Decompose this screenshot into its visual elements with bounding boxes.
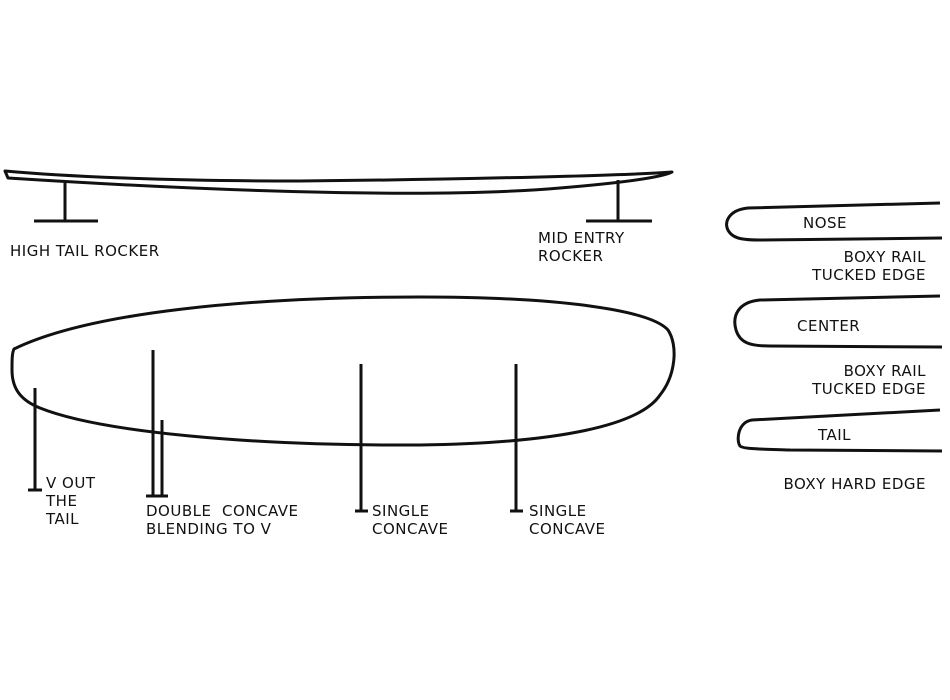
nose-rail-desc-1: BOXY RAIL (844, 248, 927, 266)
rocker-profile: HIGH TAIL ROCKER MID ENTRY ROCKER (3, 169, 674, 265)
tail-rail-desc-1: BOXY HARD EDGE (784, 475, 927, 493)
single-concave-1-label-1: SINGLE (372, 502, 430, 520)
center-rail-name: CENTER (797, 317, 860, 335)
double-concave-label-1: DOUBLE CONCAVE (146, 502, 299, 520)
single-concave-1-label-2: CONCAVE (372, 520, 449, 538)
tail-rail-profile (736, 408, 943, 453)
v-out-label-2: THE (45, 492, 77, 510)
v-out-label-1: V OUT (46, 474, 96, 492)
center-rail-desc-1: BOXY RAIL (844, 362, 927, 380)
bottom-contour: V OUT THE TAIL DOUBLE CONCAVE BLENDING T… (10, 295, 676, 538)
high-tail-rocker-label: HIGH TAIL ROCKER (10, 242, 160, 260)
single-concave-2-label-1: SINGLE (529, 502, 587, 520)
single-concave-2-label-2: CONCAVE (529, 520, 606, 538)
v-out-label-3: TAIL (45, 510, 79, 528)
nose-rail-desc-2: TUCKED EDGE (811, 266, 926, 284)
board-side-profile (3, 169, 674, 195)
center-rail-desc-2: TUCKED EDGE (811, 380, 926, 398)
nose-rail-name: NOSE (803, 214, 847, 232)
board-planform-outline (10, 295, 676, 447)
double-concave-label-2: BLENDING TO V (146, 520, 272, 538)
mid-entry-rocker-label-1: MID ENTRY (538, 229, 625, 247)
tail-rail-name: TAIL (817, 426, 851, 444)
mid-entry-rocker-label-2: ROCKER (538, 247, 603, 265)
rail-profiles: NOSE BOXY RAIL TUCKED EDGE CENTER BOXY R… (725, 201, 943, 493)
center-rail-profile (733, 294, 943, 349)
nose-rail-profile (725, 201, 943, 242)
